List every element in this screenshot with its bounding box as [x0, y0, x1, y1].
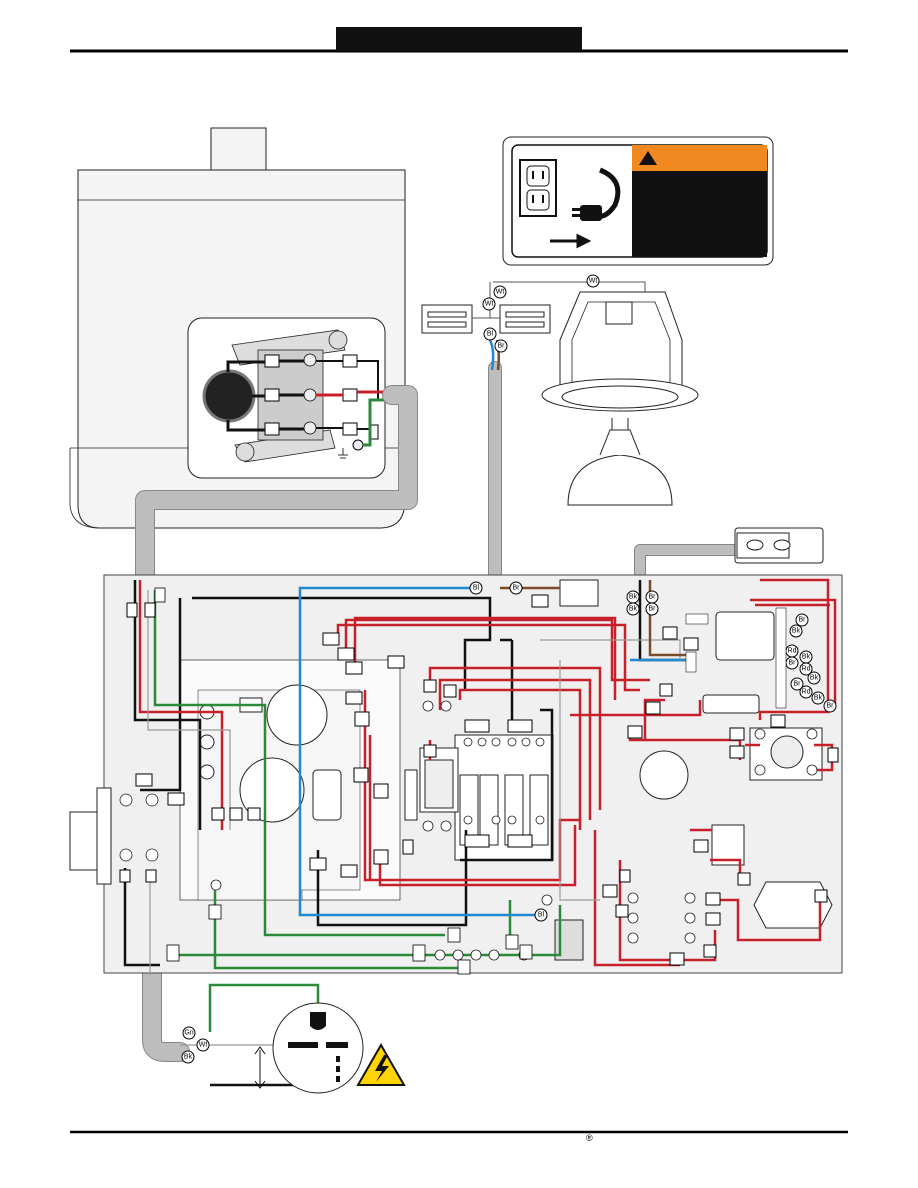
power-switch [69, 787, 112, 885]
svg-text:Br: Br [827, 703, 835, 710]
plug-warning-label [502, 136, 774, 266]
wire-label-br: Br [790, 677, 804, 691]
wire-label-bk: Bk [626, 602, 640, 616]
motor-capacitor [202, 369, 256, 423]
svg-text:Rd: Rd [788, 648, 797, 655]
wire-label-bl: Bl [483, 327, 497, 341]
motor-junction-box [187, 317, 386, 479]
svg-text:Br: Br [789, 660, 797, 667]
outlet-icon [519, 159, 557, 217]
svg-text:Br: Br [794, 681, 802, 688]
svg-text:Br: Br [513, 585, 521, 592]
wire-label-rd: Rd [785, 644, 799, 658]
ground-icon [154, 587, 533, 975]
wire-label-br: Br [645, 590, 659, 604]
svg-text:Wt: Wt [199, 1042, 208, 1049]
ground-icon [338, 448, 348, 459]
svg-text:Br: Br [498, 343, 506, 350]
work-lamp [421, 281, 699, 506]
registered-mark: ® [586, 1133, 593, 1143]
svg-text:Bl: Bl [473, 585, 480, 592]
wire-label-rd: Rd [799, 662, 813, 676]
conduits [135, 361, 741, 1062]
wire-label-bk: Bk [807, 671, 821, 685]
wire-label-rd: Rd [799, 685, 813, 699]
wire-tags [119, 354, 839, 966]
wire-label-br: Br [509, 581, 523, 595]
svg-text:Rd: Rd [802, 666, 811, 673]
svg-text:Bk: Bk [814, 695, 823, 702]
wire-label-gn: Gn [182, 1026, 196, 1040]
header-tab [336, 27, 582, 51]
wire-label-br: Br [823, 699, 837, 713]
wire-label-bubbles: Wt Wt Wt Bl Br Bl Br Bk Br Bk Br Br Bk R… [181, 274, 837, 1064]
svg-text:Br: Br [799, 617, 807, 624]
wire-label-br: Br [795, 613, 809, 627]
svg-text:Bl: Bl [487, 331, 494, 338]
wire-label-br: Br [494, 339, 508, 353]
wires-red [138, 578, 837, 967]
warning-triangle-icon [639, 151, 657, 165]
svg-text:Rd: Rd [802, 689, 811, 696]
wire-label-bk: Bk [799, 650, 813, 664]
svg-text:Bk: Bk [184, 1054, 193, 1061]
svg-text:Br: Br [649, 594, 657, 601]
wire-label-wt: Wt [586, 274, 600, 288]
plug-icon [572, 167, 621, 221]
svg-text:Wt: Wt [589, 278, 598, 285]
svg-text:Bk: Bk [629, 594, 638, 601]
wire-label-br: Br [645, 602, 659, 616]
wire-label-wt: Wt [482, 297, 496, 311]
terminal-strip [685, 607, 787, 709]
svg-text:Bk: Bk [792, 628, 801, 635]
wires-white [147, 590, 681, 1046]
svg-text:Br: Br [649, 606, 657, 613]
wire-label-bk: Bk [181, 1050, 195, 1064]
wire-label-bl: Bl [469, 581, 483, 595]
wire-label-bk: Bk [811, 691, 825, 705]
svg-text:Bk: Bk [810, 675, 819, 682]
wire-label-br: Br [785, 656, 799, 670]
wire-label-bk: Bk [626, 590, 640, 604]
svg-text:Wt: Wt [485, 301, 494, 308]
svg-text:Gn: Gn [184, 1030, 193, 1037]
wire-label-bl: Bl [534, 908, 548, 922]
svg-text:Bl: Bl [538, 912, 545, 919]
wire-label-bk: Bk [789, 624, 803, 638]
svg-text:Bk: Bk [629, 606, 638, 613]
svg-text:Wt: Wt [496, 289, 505, 296]
electrical-hazard-icon [356, 1042, 406, 1086]
limit-switch [734, 527, 824, 564]
wire-label-wt: Wt [493, 285, 507, 299]
wire-label-wt: Wt [196, 1038, 210, 1052]
header [70, 27, 848, 53]
power-plug-diagram [254, 1002, 406, 1094]
svg-text:Bk: Bk [802, 654, 811, 661]
